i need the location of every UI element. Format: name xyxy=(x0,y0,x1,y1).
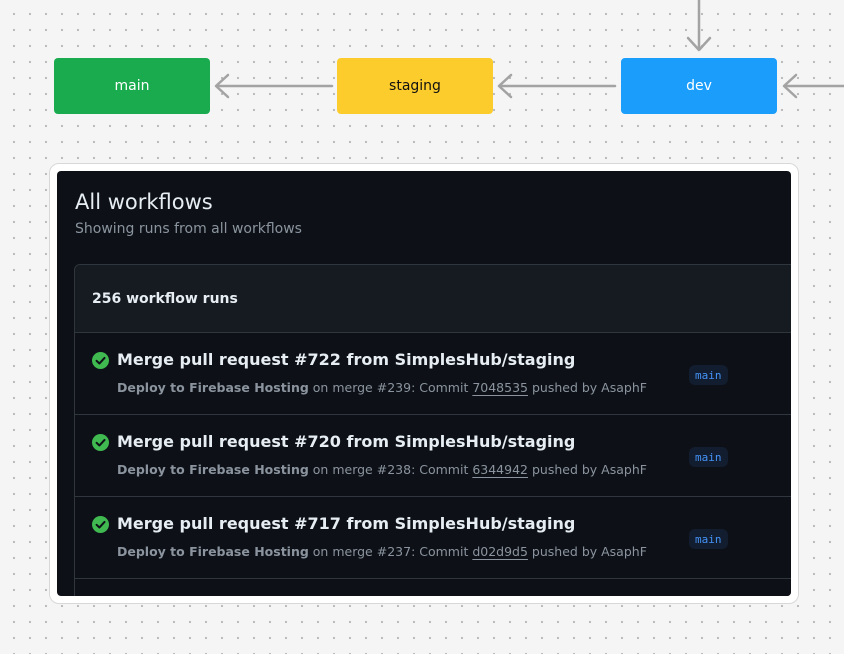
run-title-link[interactable]: Merge pull request #722 from SimplesHub/… xyxy=(117,350,576,369)
workflow-name: Deploy to Firebase Hosting xyxy=(117,380,309,395)
workflow-name: Deploy to Firebase Hosting xyxy=(117,462,309,477)
branch-staging-node: staging xyxy=(337,58,493,114)
runs-count: 256 workflow runs xyxy=(92,290,238,307)
page-subtitle: Showing runs from all workflows xyxy=(75,221,302,237)
arrowhead-into-dev-from-right xyxy=(782,73,798,99)
run-number: #238 xyxy=(376,462,412,477)
run-number: #239 xyxy=(376,380,412,395)
commit-sha-link[interactable]: 7048535 xyxy=(472,380,528,395)
commit-prefix: : Commit xyxy=(411,462,473,477)
success-check-icon xyxy=(92,352,109,369)
success-check-icon xyxy=(92,516,109,533)
run-title-link[interactable]: Merge pull request #717 from SimplesHub/… xyxy=(117,514,576,533)
actions-panel: All workflows Showing runs from all work… xyxy=(57,171,791,596)
run-title-link[interactable]: Merge pull request #720 from SimplesHub/… xyxy=(117,432,576,451)
branch-tag[interactable]: main xyxy=(689,529,728,549)
branch-staging-label: staging xyxy=(389,78,441,94)
success-check-icon xyxy=(92,434,109,451)
commit-prefix: : Commit xyxy=(411,544,473,559)
runs-list-header: 256 workflow runs xyxy=(75,265,791,333)
run-event: on merge xyxy=(308,462,377,477)
arrowhead-dev-to-staging xyxy=(497,73,513,99)
run-meta: Deploy to Firebase Hosting on merge #239… xyxy=(117,380,647,395)
page-title: All workflows xyxy=(75,190,213,214)
commit-sha-link[interactable]: d02d9d5 xyxy=(472,544,528,559)
pushed-by: pushed by AsaphF xyxy=(527,544,647,559)
branch-dev-label: dev xyxy=(686,78,712,94)
workflow-run-row[interactable]: Merge pull request #720 from SimplesHub/… xyxy=(75,415,791,497)
commit-sha-link[interactable]: 6344942 xyxy=(472,462,528,477)
workflow-runs-list: 256 workflow runs Merge pull request #72… xyxy=(74,264,791,596)
run-event: on merge xyxy=(308,380,377,395)
workflow-run-row[interactable]: Merge pull request #722 from SimplesHub/… xyxy=(75,333,791,415)
branch-main-node: main xyxy=(54,58,210,114)
branch-flow-arrows xyxy=(214,0,844,99)
run-number: #237 xyxy=(376,544,412,559)
run-event: on merge xyxy=(308,544,377,559)
commit-prefix: : Commit xyxy=(411,380,473,395)
branch-dev-node: dev xyxy=(621,58,777,114)
branch-main-label: main xyxy=(114,78,150,94)
branch-tag[interactable]: main xyxy=(689,447,728,467)
pushed-by: pushed by AsaphF xyxy=(528,380,647,395)
workflow-run-row[interactable]: Merge pull request #717 from SimplesHub/… xyxy=(75,497,791,579)
arrowhead-staging-to-main xyxy=(214,73,230,99)
pushed-by: pushed by AsaphF xyxy=(528,462,647,477)
arrowhead-into-dev-from-top xyxy=(686,36,712,52)
run-meta: Deploy to Firebase Hosting on merge #238… xyxy=(117,462,647,477)
run-meta: Deploy to Firebase Hosting on merge #237… xyxy=(117,544,647,559)
branch-tag[interactable]: main xyxy=(689,365,728,385)
workflow-name: Deploy to Firebase Hosting xyxy=(117,544,309,559)
